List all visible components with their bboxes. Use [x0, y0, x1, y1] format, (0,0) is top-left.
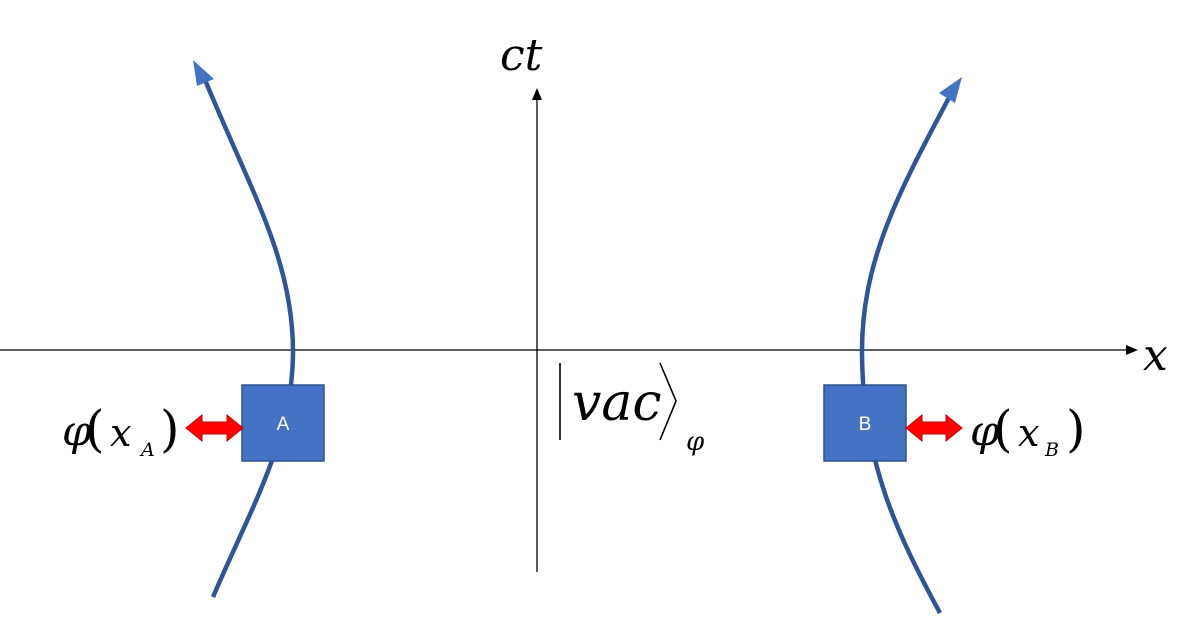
- detector-a-box: [241, 384, 325, 462]
- coupling-arrow-a: [185, 413, 244, 443]
- field-a-subscript: A: [139, 439, 155, 461]
- ct-axis-arrowhead: [532, 88, 542, 100]
- field-b-close-paren: ): [1066, 400, 1086, 458]
- worldline-b: [859, 77, 962, 615]
- field-b-argument: x: [1018, 411, 1039, 455]
- field-b-open-paren: (: [993, 400, 1013, 458]
- detector-b-box: [823, 384, 907, 462]
- vacuum-state-name: vac: [572, 373, 662, 433]
- detector-a-label: A: [277, 414, 290, 435]
- field-b-symbol: φ: [970, 406, 1000, 455]
- field-a-close-paren: ): [160, 400, 180, 458]
- field-a-open-paren: (: [85, 400, 105, 458]
- coupling-arrow-b: [905, 413, 963, 443]
- field-label-a: φ ( x A ): [62, 400, 180, 461]
- detector-b-label: B: [859, 414, 872, 435]
- x-axis: [0, 345, 1138, 355]
- vacuum-state-subscript: φ: [686, 427, 705, 457]
- field-b-subscript: B: [1044, 439, 1059, 461]
- time-axis-label: ct: [500, 30, 543, 81]
- field-label-b: φ ( x B ): [970, 400, 1086, 461]
- vacuum-state-ket: vac φ: [559, 362, 705, 457]
- space-axis-label: x: [1143, 330, 1168, 381]
- detector-b: B: [823, 384, 907, 462]
- worldline-a: [193, 60, 296, 598]
- detector-a: A: [241, 384, 325, 462]
- x-axis-arrowhead: [1126, 345, 1138, 355]
- field-a-argument: x: [110, 411, 131, 455]
- worldline-a-arrowhead: [193, 60, 214, 86]
- ct-axis: [532, 88, 542, 572]
- ket-right-angle: [659, 362, 677, 441]
- field-a-symbol: φ: [62, 406, 92, 455]
- worldline-b-arrowhead: [939, 77, 962, 103]
